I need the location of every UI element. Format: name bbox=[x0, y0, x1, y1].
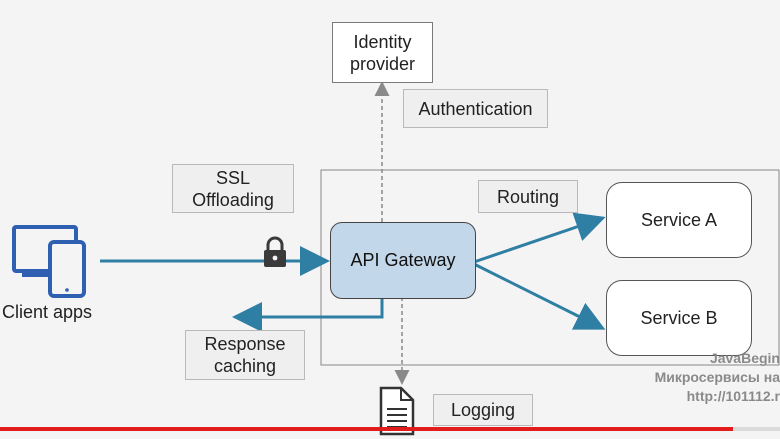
routing-label: Routing bbox=[478, 180, 578, 213]
watermark-line-2: Микросервисы на bbox=[654, 369, 780, 385]
video-progress-fill bbox=[0, 427, 734, 431]
video-progress-bar[interactable] bbox=[0, 427, 780, 431]
lock-icon bbox=[264, 236, 286, 267]
client-apps-label: Client apps bbox=[2, 302, 93, 322]
client-devices-icon bbox=[12, 225, 86, 298]
response-caching-arrow bbox=[232, 297, 384, 332]
gateway-to-service-a-arrow bbox=[473, 212, 606, 264]
identity-provider-box: Identity provider bbox=[332, 22, 433, 83]
gateway-to-service-b-arrow bbox=[473, 262, 606, 330]
service-b-box: Service B bbox=[606, 280, 752, 356]
watermark-line-3: http://101112.r bbox=[686, 388, 780, 404]
api-gateway-box: API Gateway bbox=[330, 222, 476, 299]
logging-label: Logging bbox=[433, 394, 533, 426]
authentication-label: Authentication bbox=[403, 89, 548, 128]
service-a-box: Service A bbox=[606, 182, 752, 258]
watermark-line-1: JavaBegin bbox=[709, 350, 780, 366]
ssl-offloading-label: SSL Offloading bbox=[172, 164, 294, 213]
response-caching-label: Response caching bbox=[185, 330, 305, 380]
